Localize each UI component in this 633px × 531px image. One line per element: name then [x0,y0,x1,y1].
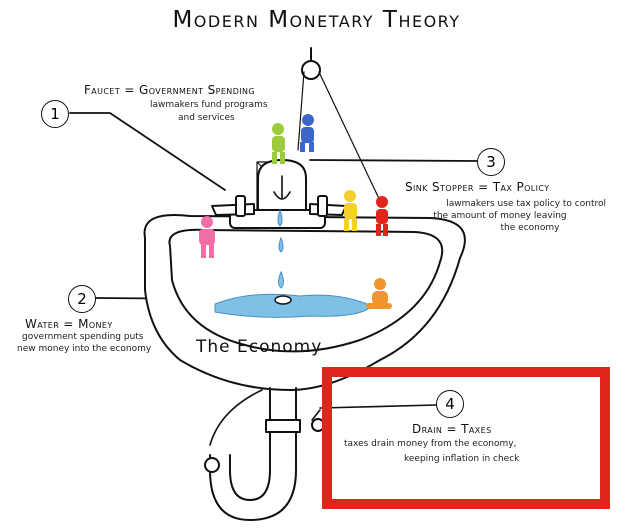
drain-line-1: taxes drain money from the economy, [344,439,517,449]
water-line-2: new money into the economy [17,344,152,354]
faucet-line-2: and services [178,113,235,123]
figure-red [376,196,388,236]
sink-label: The Economy [196,337,323,357]
number-badge-4: 4 [436,390,464,418]
drain-heading: Drain = Taxes [412,422,492,436]
drain-line-2: keeping inflation in check [404,454,520,464]
figure-orange [366,278,392,309]
leader-line-4 [319,404,437,409]
leader-line-3 [309,159,478,162]
drain-callout-box [322,367,610,509]
sink-inner-bowl [168,228,444,353]
water-heading: Water = Money [25,317,113,331]
diagram-title: Modern Monetary Theory [172,7,461,33]
drain-stopper [274,295,292,305]
sink-stopper-heading: Sink Stopper = Tax Policy [405,180,550,194]
leader-line-1 [69,112,226,191]
supply-hose [209,389,321,446]
figure-green [272,123,285,164]
water-line-1: government spending puts [22,332,144,342]
faucet-heading: Faucet = Government Spending [84,83,255,97]
figure-blue [300,114,314,152]
figure-yellow [344,190,357,231]
faucet-line-1: lawmakers fund programs [150,100,268,110]
pulley-wheel [301,60,321,80]
number-badge-1: 1 [41,100,69,128]
faucet-spout [273,175,291,200]
number-badge-3: 3 [477,148,505,176]
figure-pink [199,216,215,258]
number-badge-2: 2 [68,285,96,313]
sink-stopper-line-3: the economy [500,223,560,233]
sink-stopper-line-2: the amount of money leaving [433,211,567,221]
sink-stopper-line-1: lawmakers use tax policy to control [446,199,606,209]
handle-left [211,203,255,216]
